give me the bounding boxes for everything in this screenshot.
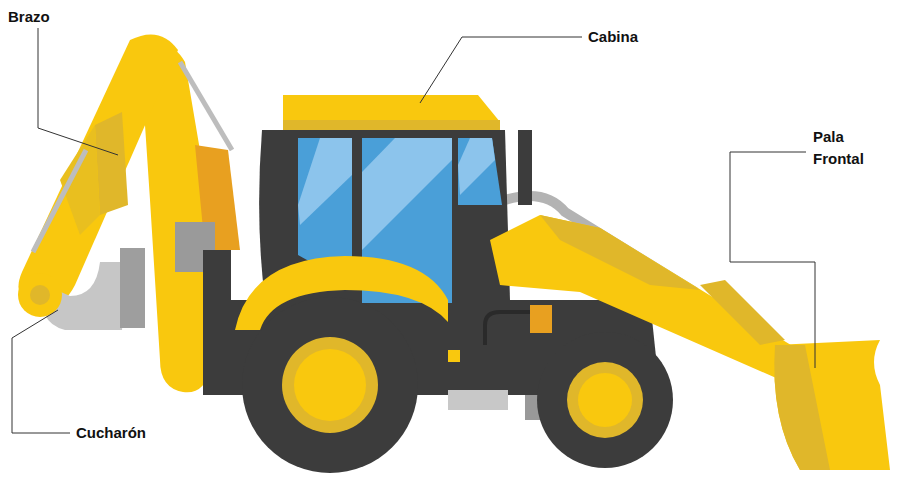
part-label: Cucharón xyxy=(76,422,146,444)
leader-line xyxy=(38,28,118,155)
front-hub xyxy=(578,373,632,427)
loader-arm xyxy=(490,215,812,385)
bucket-pivot-pin xyxy=(30,285,50,305)
valve xyxy=(530,305,552,333)
part-label: Brazo xyxy=(8,6,50,28)
cabin-roof xyxy=(283,95,500,122)
engine-block xyxy=(440,345,530,390)
hydraulic-ram xyxy=(33,150,86,252)
front-wheel xyxy=(537,332,673,468)
part-label: Cabina xyxy=(588,26,638,48)
leader-line xyxy=(12,310,70,433)
rear-rim xyxy=(282,337,378,433)
window-glare xyxy=(362,138,452,250)
dipper-arm xyxy=(18,34,178,307)
window-glare xyxy=(458,138,495,195)
loader-link xyxy=(700,280,785,345)
loader-arm-shade xyxy=(540,215,700,290)
hose xyxy=(485,312,535,345)
arm-panel xyxy=(95,112,128,215)
roof-edge xyxy=(283,120,500,130)
bucket-pivot xyxy=(18,273,62,317)
stabilizer-leg xyxy=(203,250,231,395)
leader-line xyxy=(730,152,815,368)
front-rim xyxy=(567,362,643,438)
exhaust-stack xyxy=(518,130,532,205)
part-label: Pala Frontal xyxy=(813,126,883,170)
hydraulic-ram xyxy=(180,62,232,150)
bucket-side xyxy=(120,248,145,328)
cabin-window xyxy=(458,138,502,205)
front-bucket xyxy=(774,340,890,470)
rear-hub xyxy=(294,349,366,421)
front-bucket-side xyxy=(774,345,830,470)
arm-panel xyxy=(60,125,100,235)
engine-cap xyxy=(448,350,460,362)
rear-wheel xyxy=(242,297,418,473)
engine-tray xyxy=(448,390,508,410)
window-glare xyxy=(298,138,352,225)
leader-line xyxy=(420,37,582,103)
